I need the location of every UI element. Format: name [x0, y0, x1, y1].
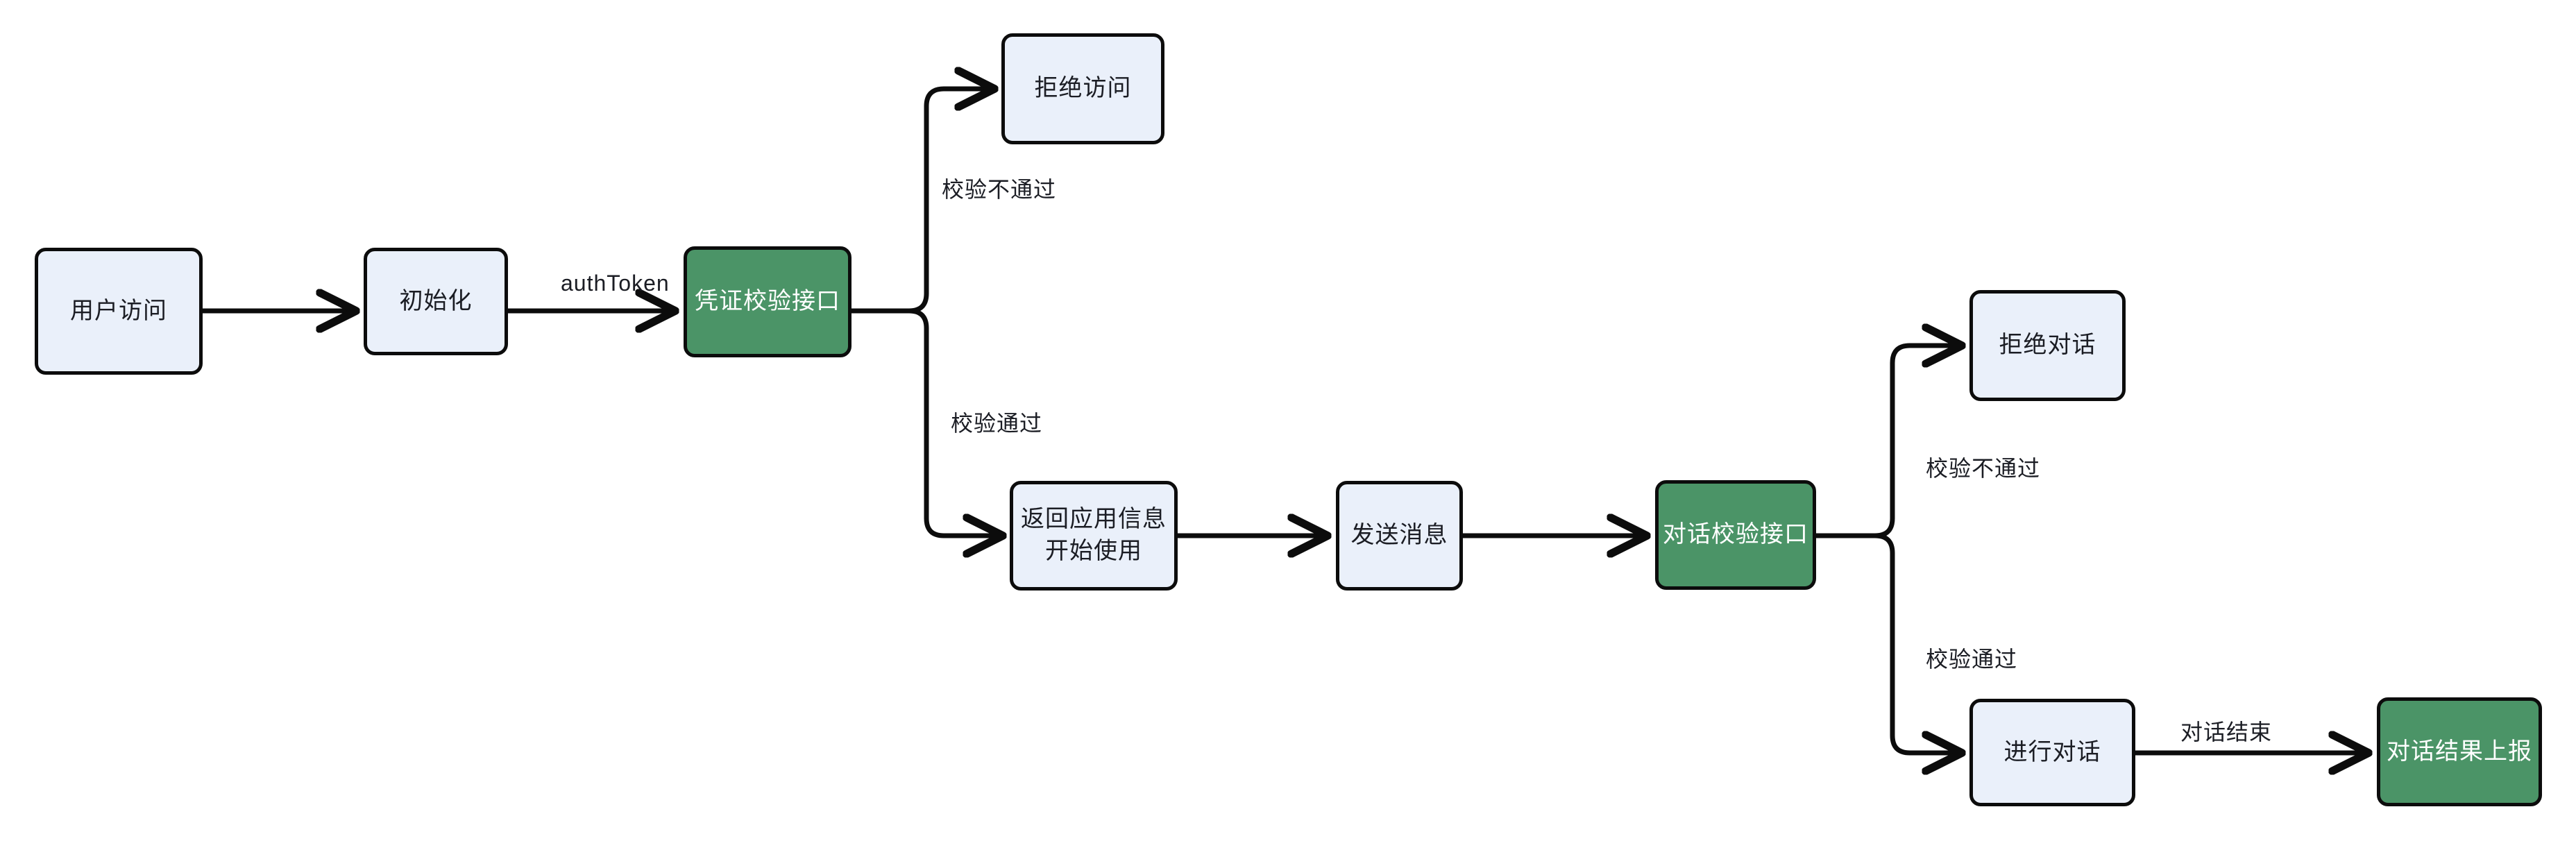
- node-dialog-verify[interactable]: 对话校验接口: [1655, 480, 1816, 590]
- node-user-access-label: 用户访问: [70, 297, 167, 324]
- edge-dialog-verify-to-split: [1816, 518, 1895, 538]
- node-do-dialog[interactable]: 进行对话: [1969, 699, 2135, 806]
- node-deny-access[interactable]: 拒绝访问: [1001, 33, 1164, 144]
- node-send-message[interactable]: 发送消息: [1336, 481, 1463, 591]
- node-credential-verify-label: 凭证校验接口: [695, 288, 840, 315]
- edge-credential-verify-to-return-app-info: [924, 328, 999, 536]
- edge-credential-verify-to-split: [851, 293, 929, 314]
- edge-label-dialog-verify-pass: 校验通过: [1926, 647, 2018, 672]
- edge-dialog-verify-to-do-dialog: [1890, 553, 1958, 753]
- edge-credential-verify-to-deny-access: [924, 89, 991, 294]
- edge-label-auth-token: authToken: [561, 271, 670, 296]
- node-do-dialog-label: 进行对话: [2003, 738, 2101, 765]
- edge-credential-verify-to-split-lower: [851, 308, 929, 329]
- edge-label-credential-verify-fail: 校验不通过: [942, 177, 1057, 202]
- edge-dialog-verify-to-deny-dialog: [1890, 346, 1958, 518]
- node-deny-dialog[interactable]: 拒绝对话: [1969, 290, 2126, 401]
- node-return-app-info-label-line1: 返回应用信息: [1021, 506, 1167, 533]
- edge-label-credential-verify-pass: 校验通过: [951, 411, 1043, 436]
- node-credential-verify[interactable]: 凭证校验接口: [684, 246, 851, 357]
- edge-dialog-verify-to-split-lower: [1816, 533, 1895, 554]
- node-deny-access-label: 拒绝访问: [1034, 75, 1132, 102]
- node-user-access[interactable]: 用户访问: [35, 248, 203, 375]
- node-return-app-info-label-line2: 开始使用: [1045, 538, 1142, 564]
- node-init[interactable]: 初始化: [364, 248, 508, 355]
- node-init-label: 初始化: [399, 287, 473, 314]
- node-dialog-verify-label: 对话校验接口: [1663, 521, 1808, 548]
- node-send-message-label: 发送消息: [1350, 522, 1448, 549]
- node-deny-dialog-label: 拒绝对话: [1999, 332, 2096, 359]
- node-report-result[interactable]: 对话结果上报: [2377, 697, 2542, 806]
- node-return-app-info[interactable]: 返回应用信息 开始使用: [1010, 481, 1178, 591]
- node-report-result-label: 对话结果上报: [2387, 738, 2532, 765]
- edge-label-dialog-end: 对话结束: [2180, 720, 2273, 745]
- edge-label-dialog-verify-fail: 校验不通过: [1926, 456, 2041, 481]
